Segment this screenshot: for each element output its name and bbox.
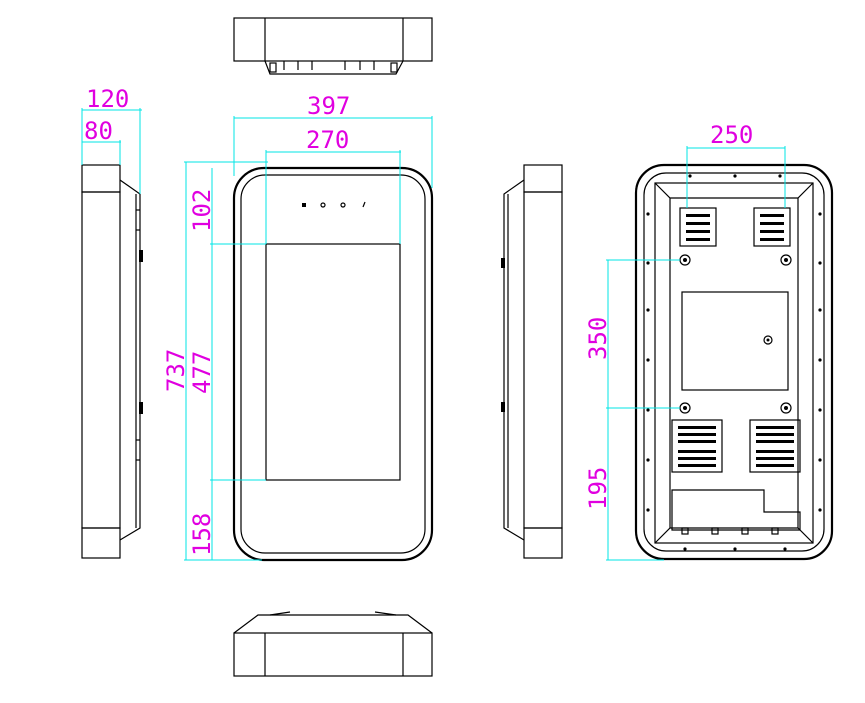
dim-front-total-width: 397 (233, 92, 433, 188)
dim-label-270: 270 (306, 126, 349, 154)
dim-label-737: 737 (162, 349, 190, 392)
left-side-view (81, 164, 143, 559)
dim-label-120: 120 (86, 85, 129, 113)
dim-label-477: 477 (188, 351, 216, 394)
front-view (232, 166, 434, 562)
dim-label-80: 80 (84, 117, 113, 145)
dim-side-body-depth: 80 (82, 117, 121, 165)
dim-top-margin: 102 (188, 168, 266, 245)
lower-vent-right (749, 419, 801, 473)
dim-label-250: 250 (710, 121, 753, 149)
upper-vent-left (679, 207, 717, 247)
upper-vent-right (753, 207, 791, 247)
bottom-view (233, 611, 433, 677)
rear-view (634, 163, 834, 561)
dim-label-158: 158 (188, 513, 216, 556)
dim-label-102: 102 (188, 189, 216, 232)
dim-rear-vertical-spacing: 350 (584, 259, 680, 409)
mounting-bosses (679, 254, 792, 414)
dim-label-397: 397 (307, 92, 350, 120)
top-view (233, 17, 433, 75)
dim-rear-bracket-spacing: 250 (686, 121, 786, 208)
dim-total-height: 737 (162, 161, 268, 561)
dim-screen-height: 477 (188, 244, 266, 481)
dim-bottom-margin: 158 (188, 480, 216, 560)
dim-label-350: 350 (584, 317, 612, 360)
dim-side-total-depth: 120 (81, 85, 142, 194)
access-panel (681, 291, 789, 391)
cable-compartment (671, 489, 801, 535)
lower-vent-left (671, 419, 723, 473)
dim-label-195: 195 (584, 467, 612, 510)
dim-rear-bottom-offset: 195 (584, 408, 664, 561)
perimeter-screws (646, 174, 822, 551)
right-side-view (501, 164, 563, 559)
dim-screen-width: 270 (265, 126, 401, 244)
